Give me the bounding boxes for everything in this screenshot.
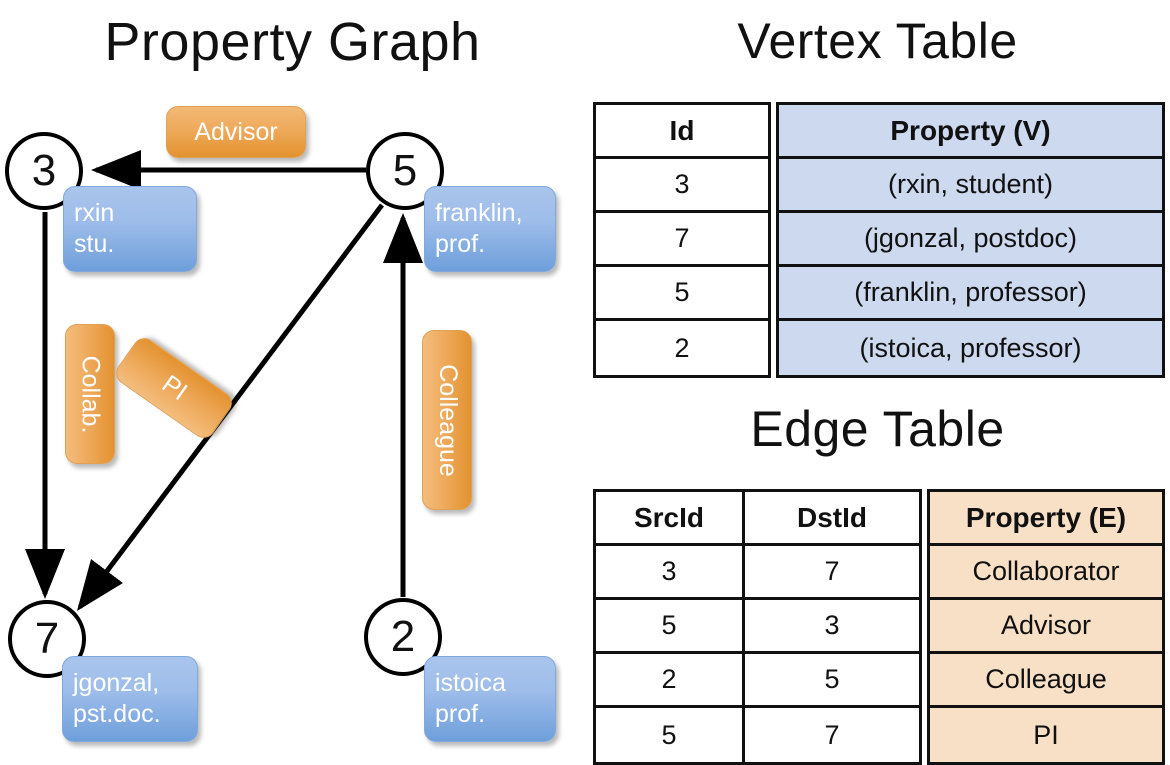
table-row: (istoica, professor) bbox=[779, 321, 1162, 375]
vertex-table-column-property: Property (V) (rxin, student) (jgonzal, p… bbox=[776, 102, 1165, 378]
table-row: 2 bbox=[674, 332, 690, 363]
table-row: (rxin, student) bbox=[779, 159, 1162, 213]
table-row: 3 bbox=[596, 546, 742, 600]
table-row: 5 bbox=[596, 600, 742, 654]
page-title-vertex-table: Vertex Table bbox=[737, 13, 1018, 69]
edge-table-header-property: Property (E) bbox=[930, 492, 1162, 546]
table-row: Collaborator bbox=[930, 546, 1162, 600]
table-row: PI bbox=[930, 708, 1162, 762]
edge-table-column-dstid: DstId 7 3 5 7 bbox=[745, 489, 922, 765]
edge-label-collab: Collab. bbox=[76, 355, 105, 433]
edge-property-box-advisor: Advisor bbox=[166, 106, 306, 158]
edge-label-advisor: Advisor bbox=[194, 117, 278, 146]
edge-label-colleague: Colleague bbox=[433, 363, 462, 477]
vertex-table-header-id: Id bbox=[596, 105, 768, 159]
table-row: (franklin, professor) bbox=[779, 267, 1162, 321]
edge-table-header-dstid: DstId bbox=[745, 492, 919, 546]
table-row: Advisor bbox=[930, 600, 1162, 654]
graph-node-7-id: 7 bbox=[34, 614, 60, 663]
edge-label-pi: PI bbox=[156, 369, 192, 406]
vertex-property-box-istoica: istoica prof. bbox=[424, 656, 556, 742]
vertex-box-7-line1: jgonzal, bbox=[73, 669, 160, 697]
vertex-table-header-property: Property (V) bbox=[779, 105, 1162, 159]
vertex-property-box-franklin: franklin, prof. bbox=[424, 186, 556, 272]
vertex-box-5-line2: prof. bbox=[435, 230, 486, 258]
edge-table: SrcId 3 5 2 5 DstId 7 3 5 7 Property (E)… bbox=[593, 489, 1165, 765]
table-row: 7 bbox=[596, 213, 768, 267]
graph-node-5-id: 5 bbox=[392, 146, 418, 195]
vertex-box-3-line1: rxin bbox=[74, 199, 115, 227]
table-row: 2 bbox=[596, 654, 742, 708]
vertex-box-3-line2: stu. bbox=[74, 230, 115, 258]
edge-table-column-srcid: SrcId 3 5 2 5 bbox=[593, 489, 745, 765]
vertex-property-box-jgonzal: jgonzal, pst.doc. bbox=[62, 656, 198, 742]
vertex-box-2-line2: prof. bbox=[435, 700, 486, 728]
graph-node-5[interactable]: 5 bbox=[366, 132, 444, 210]
graph-node-2[interactable]: 2 bbox=[364, 598, 442, 676]
edge-table-header-srcid: SrcId bbox=[596, 492, 742, 546]
vertex-box-2-line1: istoica bbox=[435, 669, 506, 697]
property-graph-panel: Property Graph 3 5 7 2 rxin stu. bbox=[0, 0, 585, 760]
vertex-table-column-id: Id 3 7 5 2 bbox=[593, 102, 771, 378]
graph-node-2-id: 2 bbox=[390, 612, 416, 661]
table-row: 7 bbox=[824, 719, 840, 750]
edge-table-column-property: Property (E) Collaborator Advisor Collea… bbox=[927, 489, 1165, 765]
graph-node-3-id: 3 bbox=[31, 146, 57, 195]
table-row: 5 bbox=[661, 719, 677, 750]
vertex-box-5-line1: franklin, bbox=[435, 199, 523, 227]
table-row: 5 bbox=[596, 267, 768, 321]
vertex-table: Id 3 7 5 2 Property (V) (rxin, student) … bbox=[593, 102, 1165, 378]
page-title-edge-table: Edge Table bbox=[750, 401, 1005, 457]
vertex-property-box-rxin: rxin stu. bbox=[63, 186, 197, 272]
table-row: 3 bbox=[745, 600, 919, 654]
table-row: (jgonzal, postdoc) bbox=[779, 213, 1162, 267]
table-row: 7 bbox=[745, 546, 919, 600]
edge-property-box-colleague: Colleague bbox=[422, 330, 472, 510]
table-row: 5 bbox=[745, 654, 919, 708]
table-row: 3 bbox=[596, 159, 768, 213]
table-row: Colleague bbox=[930, 654, 1162, 708]
page-title-property-graph: Property Graph bbox=[104, 12, 481, 72]
edge-property-box-collab: Collab. bbox=[65, 324, 115, 464]
vertex-box-7-line2: pst.doc. bbox=[73, 700, 161, 728]
